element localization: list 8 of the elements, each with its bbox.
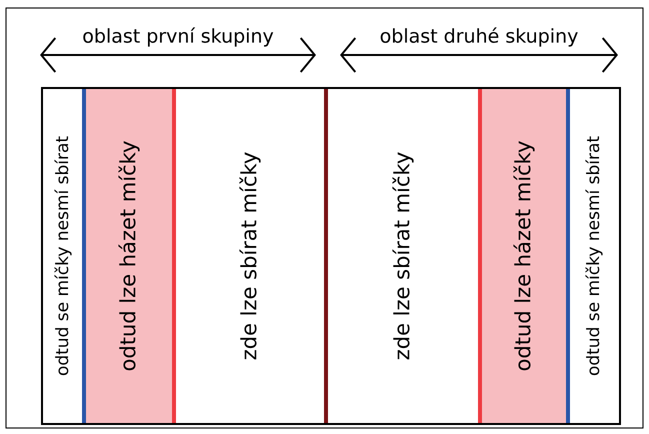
area-label: oblast první skupiny — [80, 25, 276, 49]
area-label: oblast druhé skupiny — [378, 25, 580, 49]
field-zone: odtud se míčky nesmí sbírat — [42, 88, 84, 424]
field-zone: odtud se míčky nesmí sbírat — [568, 88, 620, 424]
field-zone: zde lze sbírat míčky — [326, 88, 480, 424]
shaded-zone: odtud lze házet míčky — [84, 88, 174, 424]
shaded-zone: odtud lze házet míčky — [480, 88, 568, 424]
field-zone: zde lze sbírat míčky — [174, 88, 326, 424]
